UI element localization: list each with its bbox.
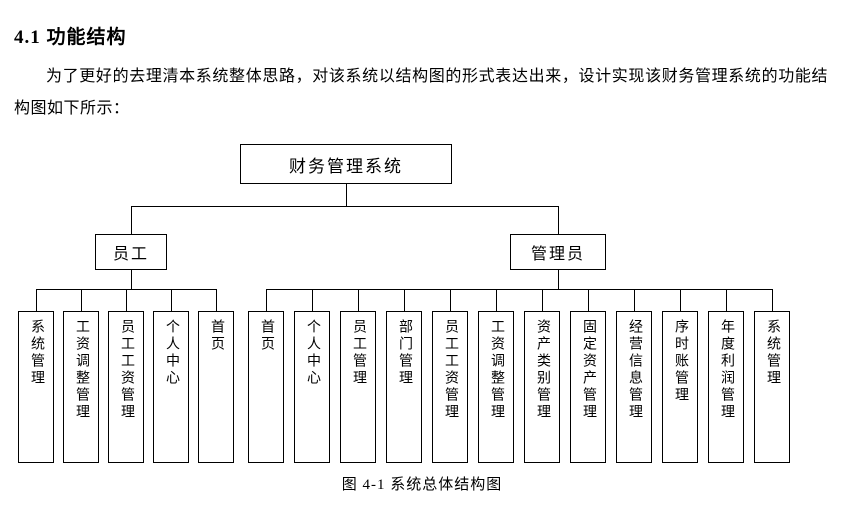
leaf-node: 首页 [248, 311, 284, 463]
connector-line [312, 289, 313, 311]
leaf-node: 工资调整管理 [478, 311, 514, 463]
node-root: 财务管理系统 [240, 144, 452, 184]
leaf-label: 系统管理 [29, 319, 44, 387]
leaf-label: 年度利润管理 [719, 319, 734, 421]
leaf-node: 员工工资管理 [108, 311, 144, 463]
leaf-node: 系统管理 [754, 311, 790, 463]
leaf-node: 员工管理 [340, 311, 376, 463]
connector-line [558, 270, 559, 289]
leaf-label: 系统管理 [765, 319, 780, 387]
leaf-label: 首页 [259, 319, 274, 353]
leaf-label: 首页 [209, 319, 224, 353]
leaf-node: 工资调整管理 [63, 311, 99, 463]
connector-line [216, 289, 217, 311]
connector-line [266, 289, 773, 290]
connector-line [358, 289, 359, 311]
leaf-node: 个人中心 [153, 311, 189, 463]
leaf-label: 工资调整管理 [489, 319, 504, 421]
connector-line [450, 289, 451, 311]
node-employee-label: 员工 [112, 246, 149, 263]
section-heading: 4.1 功能结构 [14, 27, 127, 48]
connector-line [126, 289, 127, 311]
node-root-label: 财务管理系统 [289, 156, 403, 176]
leaf-label: 个人中心 [305, 319, 320, 387]
leaf-label: 员工工资管理 [443, 319, 458, 421]
connector-line [542, 289, 543, 311]
leaf-node: 资产类别管理 [524, 311, 560, 463]
leaf-node: 首页 [198, 311, 234, 463]
leaf-label: 员工工资管理 [119, 319, 134, 421]
leaf-node: 年度利润管理 [708, 311, 744, 463]
connector-line [496, 289, 497, 311]
connector-line [772, 289, 773, 311]
leaf-label: 经营信息管理 [627, 319, 642, 421]
leaf-node: 个人中心 [294, 311, 330, 463]
leaf-label: 部门管理 [397, 319, 412, 387]
leaf-node: 序时账管理 [662, 311, 698, 463]
leaf-label: 个人中心 [164, 319, 179, 387]
leaf-label: 员工管理 [351, 319, 366, 387]
leaf-node: 部门管理 [386, 311, 422, 463]
leaf-node: 经营信息管理 [616, 311, 652, 463]
leaf-node: 员工工资管理 [432, 311, 468, 463]
node-admin: 管理员 [510, 234, 606, 270]
connector-line [404, 289, 405, 311]
leaf-label: 工资调整管理 [74, 319, 89, 421]
connector-line [131, 206, 132, 234]
node-admin-label: 管理员 [530, 246, 585, 263]
leaf-node: 固定资产管理 [570, 311, 606, 463]
leaf-label: 序时账管理 [673, 319, 688, 404]
connector-line [36, 289, 37, 311]
structure-diagram: 财务管理系统 员工 管理员 系统管理 工资调整管理 员工工资管理 个人中心 [0, 125, 844, 469]
leaf-label: 资产类别管理 [535, 319, 550, 421]
connector-line [171, 289, 172, 311]
connector-line [634, 289, 635, 311]
connector-line [558, 206, 559, 234]
connector-line [726, 289, 727, 311]
connector-line [131, 206, 559, 207]
body-paragraph: 为了更好的去理清本系统整体思路，对该系统以结构图的形式表达出来，设计实现该财务管… [14, 68, 828, 117]
node-employee: 员工 [95, 234, 167, 270]
leaf-label: 固定资产管理 [581, 319, 596, 421]
connector-line [266, 289, 267, 311]
connector-line [81, 289, 82, 311]
connector-line [131, 270, 132, 289]
connector-line [680, 289, 681, 311]
leaf-node: 系统管理 [18, 311, 54, 463]
connector-line [588, 289, 589, 311]
connector-line [346, 184, 347, 206]
figure-caption: 图 4-1 系统总体结构图 [341, 477, 503, 493]
